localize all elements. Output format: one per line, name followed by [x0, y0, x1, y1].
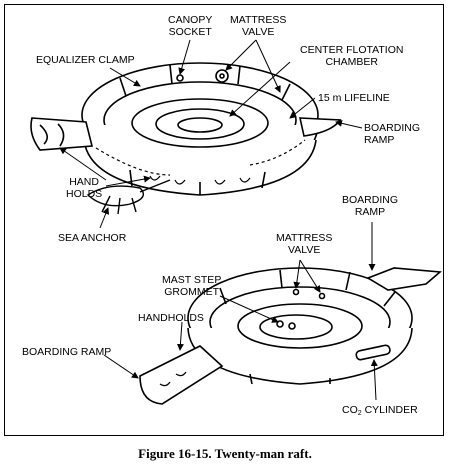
top-raft	[30, 62, 342, 196]
label-co2-cylinder: CO2 CYLINDER	[342, 404, 418, 417]
label-mattress-valve-bottom: MATTRESS VALVE	[276, 232, 333, 256]
label-boarding-ramp-bottom: BOARDING RAMP	[22, 346, 112, 358]
label-canopy-socket: CANOPY SOCKET	[168, 14, 213, 38]
label-lifeline: 15 m LIFELINE	[318, 92, 390, 104]
label-sea-anchor: SEA ANCHOR	[58, 232, 127, 244]
leader-lines	[59, 39, 378, 401]
label-mattress-valve-top: MATTRESS VALVE	[230, 14, 287, 38]
label-handholds: HANDHOLDS	[138, 312, 204, 324]
label-boarding-ramp-right: BOARDING RAMP	[342, 194, 399, 218]
label-equalizer-clamp: EQUALIZER CLAMP	[36, 54, 135, 66]
figure-frame	[4, 4, 444, 436]
bottom-raft	[139, 267, 442, 405]
label-boarding-ramp-top: BOARDING RAMP	[364, 122, 421, 146]
label-hand-holds: HAND HOLDS	[66, 176, 103, 200]
label-center-flotation-chamber: CENTER FLOTATION CHAMBER	[300, 44, 404, 68]
sea-anchor	[86, 179, 171, 215]
raft-illustration	[30, 39, 442, 405]
label-mast-step-grommet: MAST STEP GROMMET	[162, 274, 222, 298]
figure-caption: Figure 16-15. Twenty-man raft.	[138, 446, 312, 461]
